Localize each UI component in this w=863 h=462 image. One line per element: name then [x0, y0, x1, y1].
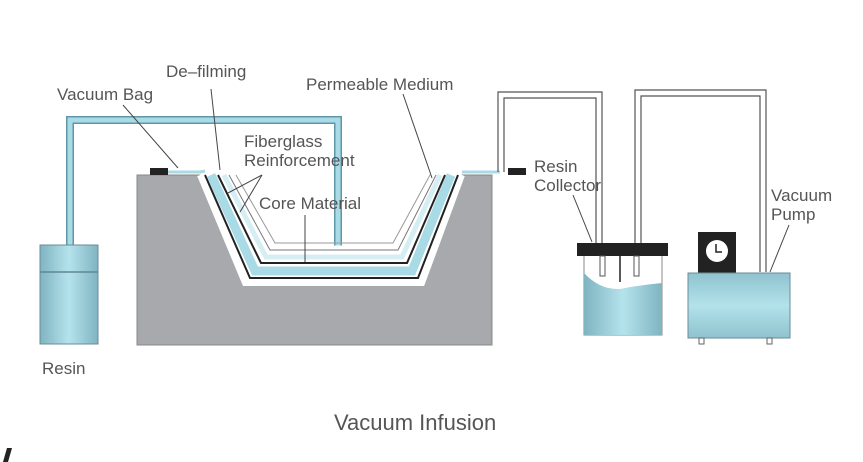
- resin-collector: [577, 243, 668, 336]
- sealant-tape-left: [150, 168, 168, 175]
- vacuum-line-collector: [497, 91, 603, 262]
- vacuum-line-pump: [634, 89, 767, 272]
- label-vacuum-pump-2: Pump: [771, 205, 815, 224]
- label-fiberglass-1: Fiberglass: [244, 132, 322, 151]
- label-vacuum-bag: Vacuum Bag: [57, 85, 153, 104]
- label-fiberglass-2: Reinforcement: [244, 151, 355, 170]
- label-resin: Resin: [42, 359, 85, 378]
- label-vacuum-pump-1: Vacuum: [771, 186, 832, 205]
- corner-mark: [3, 448, 12, 462]
- resin-feed-hose: [66, 116, 342, 248]
- laminate-layers: [165, 169, 500, 286]
- vacuum-pump: [687, 232, 791, 345]
- label-core-material: Core Material: [259, 194, 361, 213]
- resin-container: [39, 244, 99, 345]
- label-permeable-medium: Permeable Medium: [306, 75, 453, 94]
- label-resin-collector-1: Resin: [534, 157, 577, 176]
- sealant-tape-right: [508, 168, 526, 175]
- leader-lines: [122, 88, 790, 273]
- gauge-icon: [706, 240, 728, 262]
- label-resin-collector-2: Collector: [534, 176, 601, 195]
- diagram-title: Vacuum Infusion: [334, 410, 496, 435]
- label-de-filming: De–filming: [166, 62, 246, 81]
